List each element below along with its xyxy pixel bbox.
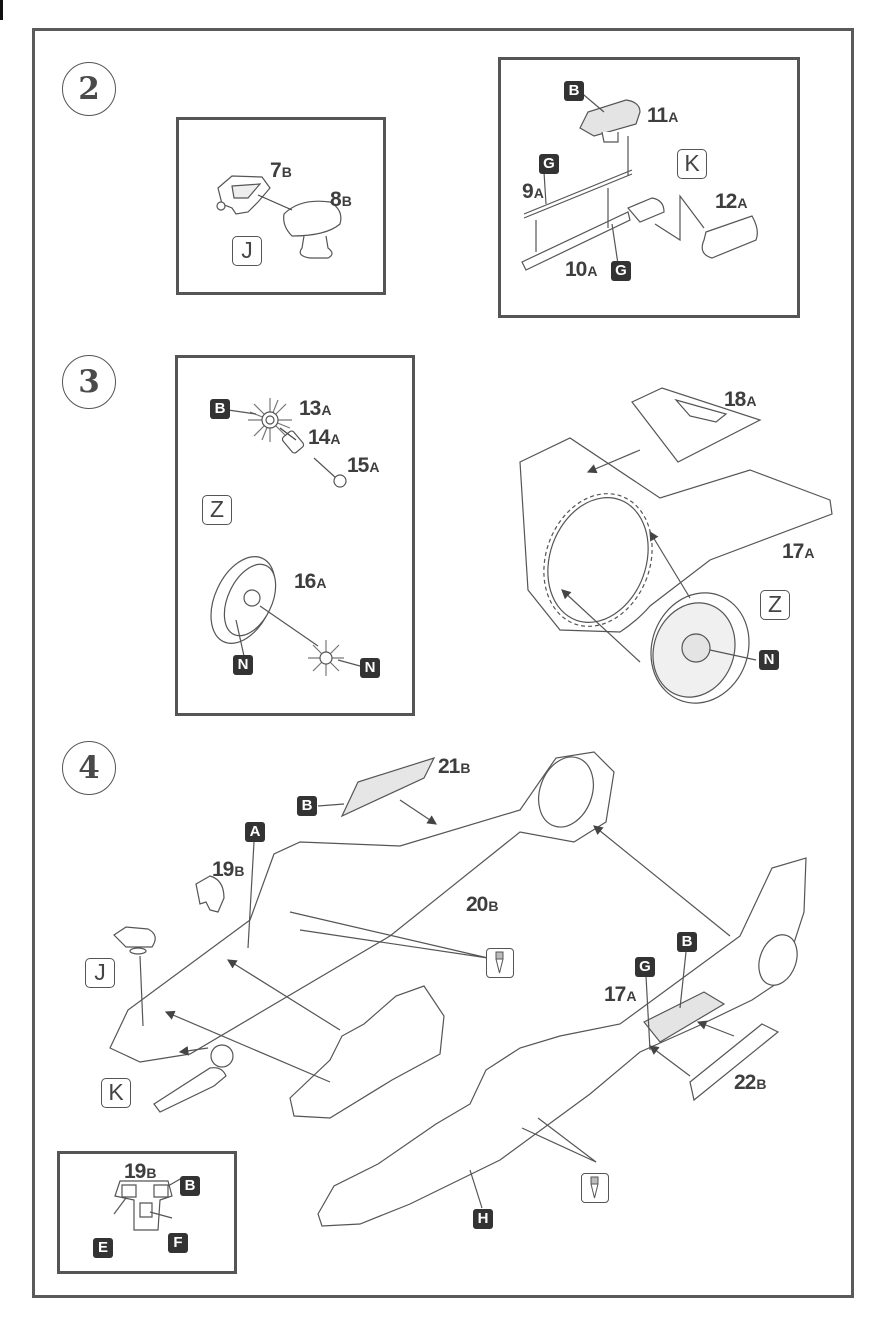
sprue-letter: A xyxy=(587,263,598,279)
part-number: 10 xyxy=(565,258,587,281)
sprue-letter: B xyxy=(281,164,292,180)
subassembly-tag-z: Z xyxy=(202,495,232,525)
color-tag-h: H xyxy=(473,1209,493,1229)
part-number: 16 xyxy=(294,570,316,593)
sprue-letter: B xyxy=(234,863,245,879)
glue-tube-icon xyxy=(495,951,504,974)
color-tag-g: G xyxy=(635,957,655,977)
part-label-8b: 8B xyxy=(330,188,352,212)
part-number: 9 xyxy=(522,180,534,203)
part-number: 15 xyxy=(347,454,369,477)
glue-tube-icon xyxy=(590,1176,599,1199)
part-number: 8 xyxy=(330,188,342,211)
page-edge-mark xyxy=(0,0,3,20)
sprue-letter: A xyxy=(804,545,815,561)
part-label-15a: 15A xyxy=(347,454,379,478)
part-label-12a: 12A xyxy=(715,190,747,214)
sprue-letter: A xyxy=(746,393,757,409)
subassembly-tag-k: K xyxy=(101,1078,131,1108)
part-number: 14 xyxy=(308,426,330,449)
part-number: 20 xyxy=(466,893,488,916)
step-number-3: 3 xyxy=(62,355,116,409)
sprue-letter: A xyxy=(626,988,637,1004)
part-number: 12 xyxy=(715,190,737,213)
part-number: 7 xyxy=(270,159,282,182)
part-label-19b-detail: 19B xyxy=(124,1160,156,1184)
part-number: 19 xyxy=(212,858,234,881)
step-number-2: 2 xyxy=(62,62,116,116)
part-label-18a: 18A xyxy=(724,388,756,412)
color-tag-n: N xyxy=(759,650,779,670)
color-tag-g: G xyxy=(539,154,559,174)
sprue-letter: A xyxy=(533,185,544,201)
page-frame xyxy=(32,28,854,1298)
subassembly-tag-j: J xyxy=(232,236,262,266)
part-label-21b: 21B xyxy=(438,755,470,779)
step-number-4: 4 xyxy=(62,741,116,795)
glue-icon xyxy=(581,1173,609,1203)
subassembly-tag-z: Z xyxy=(760,590,790,620)
color-tag-e: E xyxy=(93,1238,113,1258)
part-label-20b: 20B xyxy=(466,893,498,917)
color-tag-b: B xyxy=(677,932,697,952)
color-tag-a: A xyxy=(245,822,265,842)
part-label-13a: 13A xyxy=(299,397,331,421)
part-label-16a: 16A xyxy=(294,570,326,594)
sprue-letter: A xyxy=(330,431,341,447)
sprue-letter: A xyxy=(321,402,332,418)
sprue-letter: A xyxy=(316,575,327,591)
color-tag-b: B xyxy=(180,1176,200,1196)
color-tag-n: N xyxy=(233,655,253,675)
part-number: 19 xyxy=(124,1160,146,1183)
subassembly-tag-j: J xyxy=(85,958,115,988)
part-number: 22 xyxy=(734,1071,756,1094)
sprue-letter: B xyxy=(756,1076,767,1092)
sprue-letter: B xyxy=(146,1165,157,1181)
part-number: 17 xyxy=(604,983,626,1006)
part-label-22b: 22B xyxy=(734,1071,766,1095)
part-label-17a: 17A xyxy=(604,983,636,1007)
subassembly-j-panel xyxy=(176,117,386,295)
sprue-letter: A xyxy=(369,459,380,475)
sprue-letter: A xyxy=(737,195,748,211)
part-label-19b: 19B xyxy=(212,858,244,882)
color-tag-f: F xyxy=(168,1233,188,1253)
part-number: 13 xyxy=(299,397,321,420)
sprue-letter: B xyxy=(488,898,499,914)
sprue-letter: B xyxy=(341,193,352,209)
glue-icon xyxy=(486,948,514,978)
part-label-9a: 9A xyxy=(522,180,544,204)
part-number: 21 xyxy=(438,755,460,778)
color-tag-g: G xyxy=(611,261,631,281)
part-label-14a: 14A xyxy=(308,426,340,450)
part-number: 17 xyxy=(782,540,804,563)
part-number: 18 xyxy=(724,388,746,411)
color-tag-b: B xyxy=(564,81,584,101)
color-tag-b: B xyxy=(210,399,230,419)
subassembly-tag-k: K xyxy=(677,149,707,179)
part-label-7b: 7B xyxy=(270,159,292,183)
part-label-17a: 17A xyxy=(782,540,814,564)
color-tag-n: N xyxy=(360,658,380,678)
color-tag-b: B xyxy=(297,796,317,816)
part-label-11a: 11A xyxy=(647,104,678,128)
part-label-10a: 10A xyxy=(565,258,597,282)
sprue-letter: B xyxy=(460,760,471,776)
part-number: 11 xyxy=(647,104,668,127)
sprue-letter: A xyxy=(668,109,679,125)
